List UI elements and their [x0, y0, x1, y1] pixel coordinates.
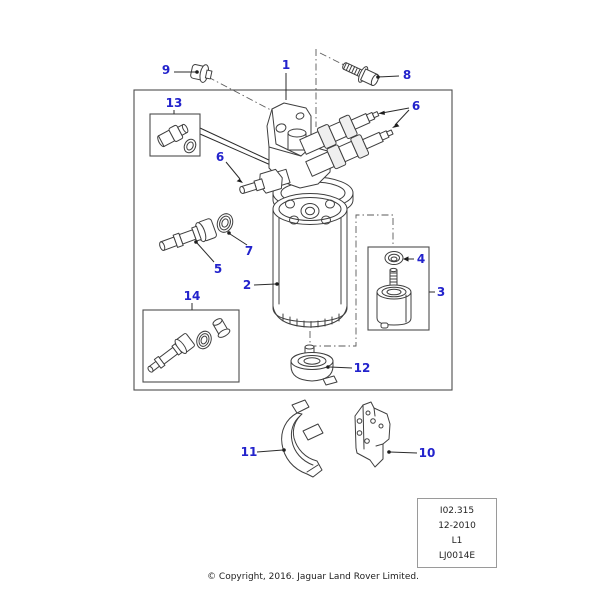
fuel-pipe-left [239, 168, 291, 195]
part-12-drain-bowl [290, 344, 338, 386]
info-line-revision: L1 [451, 535, 463, 546]
part-4-grommet [384, 251, 404, 265]
callout-6-right: 6 [411, 99, 421, 113]
box13-leader-lines [199, 127, 274, 167]
main-diagram-box [133, 89, 453, 391]
callout-13: 13 [165, 96, 183, 110]
assembly-axis-lines [207, 49, 394, 347]
callout-7: 7 [244, 244, 254, 258]
info-line-drawing-id: LJ0014E [438, 550, 476, 561]
part-3-kit-box [367, 246, 430, 331]
info-line-figure-code: I02.315 [439, 505, 475, 516]
callout-9: 9 [161, 63, 171, 77]
part-3-heater [376, 267, 412, 329]
part-13-kit-box [149, 113, 201, 157]
callout-1: 1 [281, 58, 291, 72]
part-14-kit-box [142, 309, 240, 383]
callout-3: 3 [436, 285, 446, 299]
copyright-text: © Copyright, 2016. Jaguar Land Rover Lim… [207, 572, 419, 582]
drawing-info-panel: I02.315 12-2010 L1 LJ0014E [417, 498, 497, 568]
part-10-mounting-bracket [354, 401, 391, 468]
part-7-sealing-washer [216, 213, 234, 233]
callout-10: 10 [418, 446, 436, 460]
part-2-fuel-filter [272, 193, 348, 328]
fuel-pipe-upper [299, 111, 380, 155]
callout-8: 8 [402, 68, 412, 82]
callout-2: 2 [242, 278, 252, 292]
part-11-shield-bracket [281, 399, 324, 478]
callout-12: 12 [353, 361, 371, 375]
callout-14: 14 [183, 289, 201, 303]
info-line-date: 12-2010 [438, 520, 476, 531]
part-9-bolt [190, 64, 213, 83]
callout-leader-lines [173, 70, 435, 454]
callout-6-left: 6 [215, 150, 225, 164]
callout-4: 4 [416, 252, 426, 266]
fuel-pipe-lower [305, 129, 394, 177]
callout-5: 5 [213, 262, 223, 276]
part-5-banjo-bolt [159, 218, 217, 251]
callout-11: 11 [240, 445, 258, 459]
part-8-bolt [342, 62, 379, 87]
